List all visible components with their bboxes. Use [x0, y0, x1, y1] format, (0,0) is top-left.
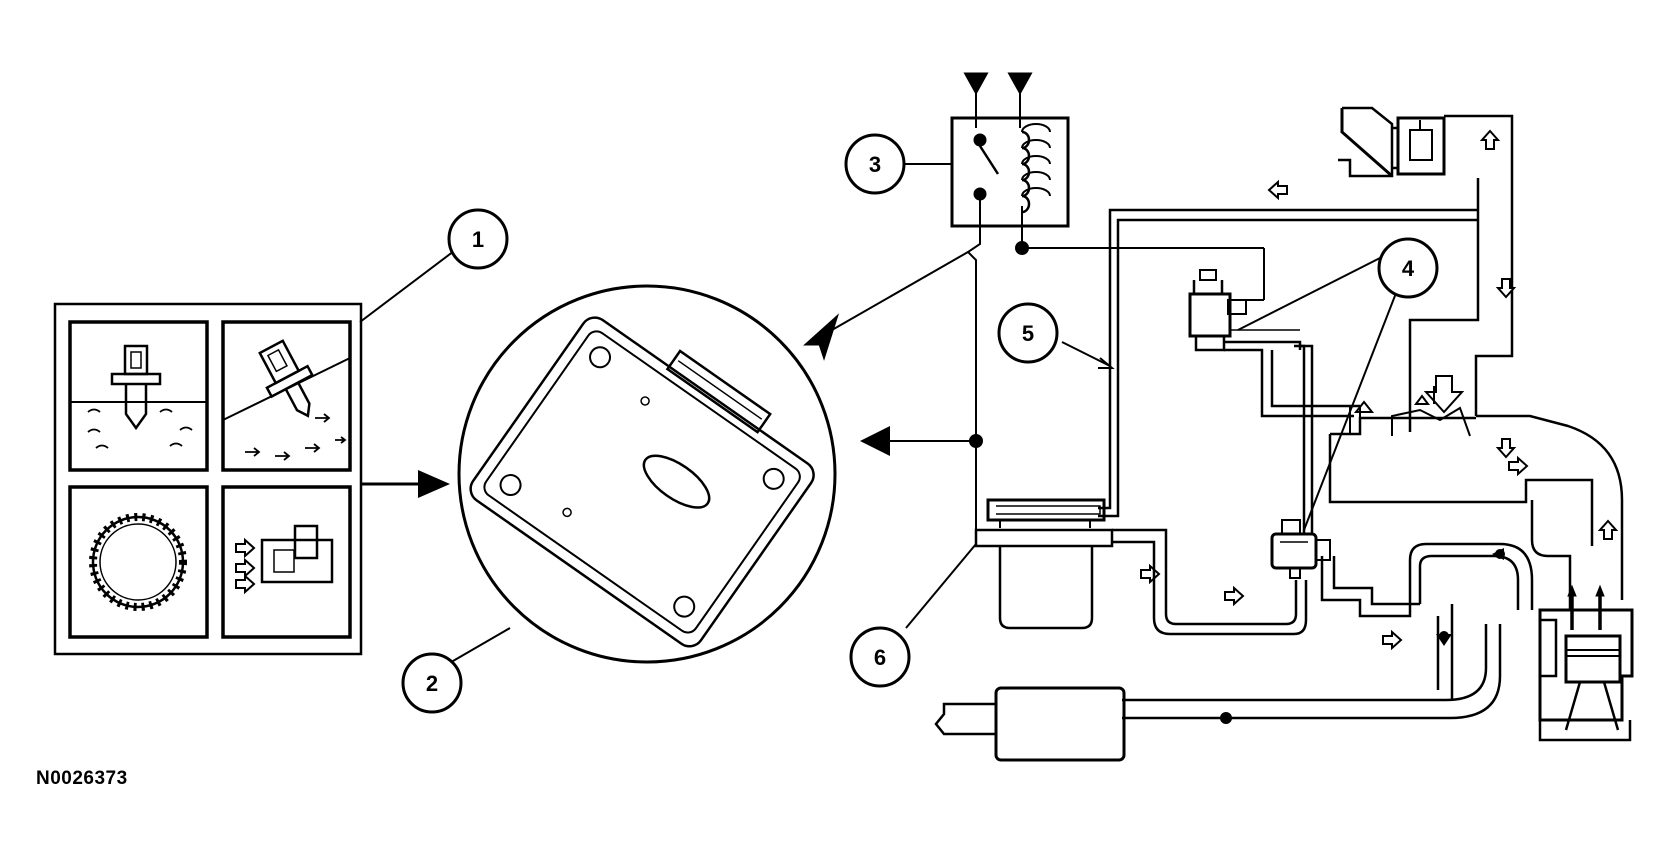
callout-2: 2: [401, 652, 463, 714]
coolant-temperature-sensor-icon: [68, 320, 209, 472]
input-arrow-panel-to-pcm: [361, 470, 450, 498]
callout-2-label: 2: [426, 671, 438, 696]
exhaust-and-egr-piping: [934, 500, 1634, 762]
callout-3-label: 3: [869, 152, 881, 177]
figure-reference-code: N0026373: [36, 768, 128, 789]
relay-wiring: [966, 226, 1265, 530]
powertrain-control-module: [457, 284, 837, 664]
crankshaft-position-sensor-icon: [68, 485, 209, 639]
output-feedback-arrows: [803, 251, 975, 456]
callout-6-label: 6: [874, 645, 886, 670]
air-intake-ducting: [1098, 106, 1624, 600]
callout-1: 1: [447, 208, 509, 270]
air-temperature-sensor-icon: [221, 320, 352, 472]
air-flow-arrows: [1140, 130, 1617, 649]
callout-4: 4: [1377, 237, 1439, 299]
sensor-input-panel: [53, 302, 363, 656]
callout-5: 5: [997, 302, 1059, 364]
evap-canister-and-purge: [974, 269, 1361, 636]
exhaust-flow-markers: [1220, 548, 1505, 724]
power-relay: [950, 72, 1070, 246]
leader-line-1: [359, 247, 459, 323]
callout-4-label: 4: [1402, 256, 1415, 281]
callout-1-label: 1: [472, 227, 484, 252]
leader-lines-4-5-6: [905, 257, 1399, 629]
callout-6: 6: [849, 626, 911, 688]
callout-5-label: 5: [1022, 321, 1034, 346]
pressure-sensor-icon: [221, 485, 352, 639]
callout-3: 3: [844, 133, 906, 195]
